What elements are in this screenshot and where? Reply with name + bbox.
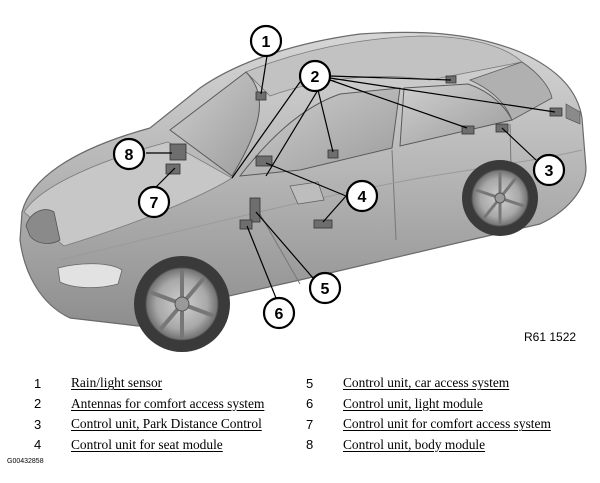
- light-module-marker: [239, 219, 253, 230]
- callout-8: 8: [112, 137, 146, 171]
- legend-number: 6: [306, 396, 314, 412]
- legend-item: 7 Control unit for comfort access system: [306, 414, 586, 435]
- legend-label: Control unit, body module: [343, 436, 486, 452]
- svg-text:1: 1: [262, 34, 271, 51]
- legend-label: Control unit, car access system: [343, 375, 510, 391]
- callout-3: 3: [532, 153, 566, 187]
- legend-item: 4 Control unit for seat module: [34, 435, 314, 456]
- legend-item: 1 Rain/light sensor: [34, 373, 314, 394]
- body-module-marker: [169, 143, 187, 161]
- legend-number: 3: [34, 416, 42, 432]
- antenna-marker-door: [461, 125, 475, 135]
- callout-6: 6: [262, 296, 296, 330]
- legend-label: Control unit, light module: [343, 395, 483, 411]
- callout-4: 4: [345, 179, 379, 213]
- legend-item: 5 Control unit, car access system: [306, 373, 586, 394]
- legend-number: 4: [34, 437, 42, 453]
- legend-item: 2 Antennas for comfort access system: [34, 394, 314, 415]
- svg-text:2: 2: [311, 69, 320, 86]
- legend-number: 1: [34, 375, 42, 391]
- legend-number: 5: [306, 375, 314, 391]
- callout-5: 5: [308, 271, 342, 305]
- legend-right-column: 5 Control unit, car access system 6 Cont…: [306, 373, 586, 455]
- legend-left-column: 1 Rain/light sensor 2 Antennas for comfo…: [34, 373, 314, 455]
- svg-text:7: 7: [150, 195, 159, 212]
- legend-label: Control unit for comfort access system: [343, 416, 551, 432]
- svg-text:6: 6: [275, 306, 284, 323]
- svg-text:5: 5: [321, 281, 330, 298]
- legend-item: 6 Control unit, light module: [306, 394, 586, 415]
- legend-number: 7: [306, 416, 314, 432]
- legend-label: Control unit for seat module: [71, 436, 223, 452]
- legend-label: Control unit, Park Distance Control: [71, 416, 262, 432]
- callout-7: 7: [137, 185, 171, 219]
- door-handle-marker: [313, 219, 333, 229]
- antenna-marker-rear: [549, 107, 563, 117]
- car-access-system-marker: [249, 197, 261, 223]
- comfort-access-control-unit-marker: [165, 163, 181, 175]
- seat-module-marker: [255, 155, 273, 167]
- graphic-id: G00432858: [7, 458, 44, 465]
- legend-number: 2: [34, 396, 42, 412]
- svg-text:8: 8: [125, 147, 134, 164]
- callout-2: 2: [298, 59, 332, 93]
- figure-reference-code: R61 1522: [524, 330, 577, 344]
- legend-label: Rain/light sensor: [71, 375, 163, 391]
- legend-item: 3 Control unit, Park Distance Control: [34, 414, 314, 435]
- callout-1: 1: [249, 24, 283, 58]
- svg-text:4: 4: [358, 189, 367, 206]
- legend-number: 8: [306, 437, 314, 453]
- legend-item: 8 Control unit, body module: [306, 435, 586, 456]
- leader-lines: [146, 55, 556, 299]
- legend-label: Antennas for comfort access system: [71, 395, 265, 411]
- svg-text:3: 3: [545, 163, 554, 180]
